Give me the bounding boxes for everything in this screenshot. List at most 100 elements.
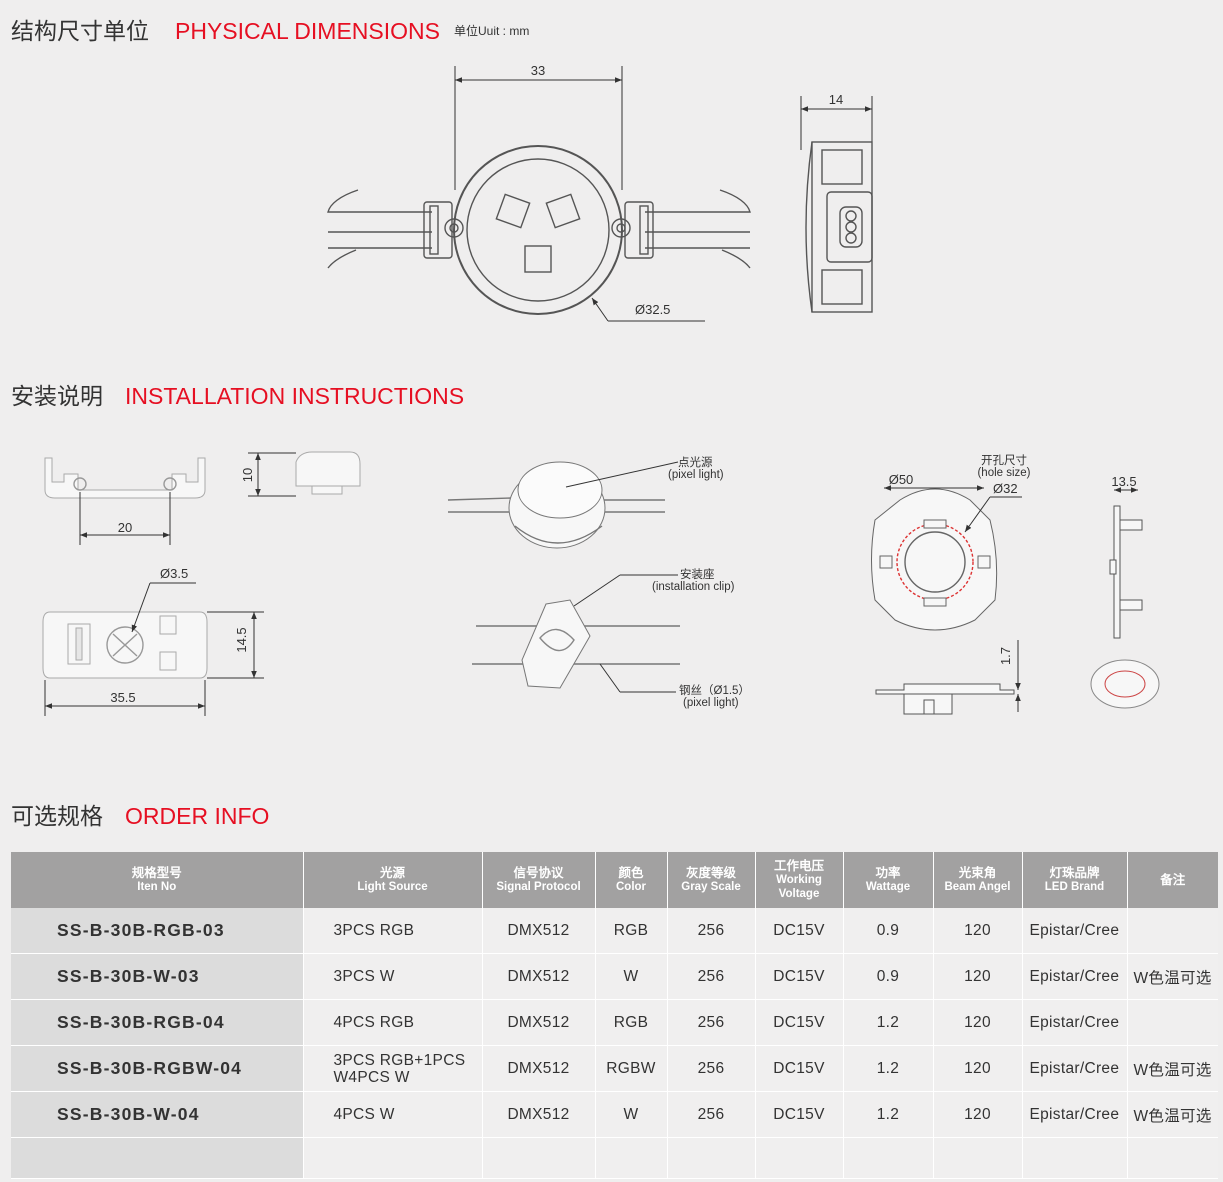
cell-protocol: DMX512: [482, 1091, 596, 1138]
cell-color: RGBW: [595, 1045, 668, 1092]
cell-beam: 120: [933, 1045, 1023, 1092]
header-cn: 灯珠品牌: [1049, 866, 1100, 880]
dim-base-height: 14.5: [234, 627, 249, 652]
clip-drawing: 20 10: [44, 451, 361, 545]
cell-brand: Epistar/Cree: [1022, 953, 1128, 1000]
dim-diameter: Ø32.5: [635, 302, 670, 317]
cell-voltage: DC15V: [755, 1091, 844, 1138]
cell-beam: 120: [933, 908, 1023, 954]
header-cn: 光源: [379, 866, 405, 880]
header-cn: 规格型号: [131, 866, 182, 880]
dim-inner-diameter: Ø32: [993, 481, 1018, 496]
label-pixel-light-en: (pixel light): [668, 469, 724, 481]
header-cn: 颜色: [618, 866, 644, 880]
empty-cell: [1022, 1137, 1128, 1179]
cell-brand: Epistar/Cree: [1022, 1045, 1128, 1092]
technical-drawings: 33 Ø32.5 14 20 10: [42, 63, 1160, 716]
cell-color: W: [595, 953, 668, 1000]
empty-cell: [11, 1137, 304, 1179]
light-source-line: 4PCS RGB: [333, 1014, 415, 1031]
empty-cell: [933, 1137, 1023, 1179]
header-en: Gray Scale: [681, 881, 741, 893]
label-clip-cn: 安装座: [680, 567, 715, 581]
cell-model: SS-B-30B-RGB-04: [11, 999, 304, 1046]
cell-remark: W色温可选: [1127, 1045, 1218, 1092]
cell-beam: 120: [933, 1091, 1023, 1138]
cell-remark: [1127, 908, 1218, 954]
unit-note: 单位Uuit : mm: [453, 24, 530, 38]
cell-voltage: DC15V: [755, 953, 844, 1000]
light-source-line: 3PCS RGB+1PCS: [333, 1051, 466, 1069]
cell-remark: [1127, 999, 1218, 1046]
cell-gray: 256: [667, 908, 756, 954]
cell-protocol: DMX512: [482, 953, 596, 1000]
label-hole-size-en: (hole size): [977, 467, 1030, 479]
cell-voltage: DC15V: [755, 1045, 844, 1092]
table-empty-row: [11, 1137, 1218, 1179]
dim-outer-diameter: Ø50: [889, 472, 914, 487]
header-en: Signal Protocol: [496, 881, 581, 893]
cell-protocol: DMX512: [482, 999, 596, 1046]
light-source-line: 3PCS W: [333, 968, 395, 985]
cell-light: 3PCS W: [303, 953, 483, 1000]
cell-remark: W色温可选: [1127, 1091, 1218, 1138]
dim-base-width: 35.5: [110, 690, 135, 705]
header-en: Iten No: [137, 881, 177, 893]
cell-brand: Epistar/Cree: [1022, 908, 1128, 954]
cell-watt: 0.9: [843, 953, 934, 1000]
label-wire-en: (pixel light): [683, 697, 739, 709]
label-clip-en: (installation clip): [652, 581, 735, 593]
cell-beam: 120: [933, 953, 1023, 1000]
header-en: Working Voltage: [776, 874, 822, 900]
cell-watt: 1.2: [843, 1045, 934, 1092]
header-en: Beam Angel: [944, 881, 1011, 893]
side-view-drawing: 14: [800, 92, 873, 313]
dim-bracket-width: 13.5: [1111, 474, 1136, 489]
empty-cell: [1127, 1137, 1218, 1179]
installation-diagram: 点光源 (pixel light) 安装座 (installation clip…: [447, 455, 750, 709]
empty-cell: [595, 1137, 668, 1179]
dim-clip-height: 10: [240, 468, 255, 482]
cell-beam: 120: [933, 999, 1023, 1046]
cell-voltage: DC15V: [755, 999, 844, 1046]
header-cn: 工作电压: [773, 859, 824, 873]
mounting-plate-drawing: Ø50 开孔尺寸 (hole size) Ø32 1.7 13.5: [871, 453, 1160, 715]
header-cn: 功率: [875, 866, 901, 880]
cell-protocol: DMX512: [482, 908, 596, 954]
cell-protocol: DMX512: [482, 1045, 596, 1092]
cell-brand: Epistar/Cree: [1022, 1091, 1128, 1138]
header-cn: 信号协议: [513, 866, 564, 880]
empty-cell: [482, 1137, 596, 1179]
section-title-dimensions: 结构尺寸单位 PHYSICAL DIMENSIONS 单位Uuit : mm: [11, 12, 529, 46]
empty-cell: [843, 1137, 934, 1179]
dim-width: 33: [531, 63, 545, 78]
cell-gray: 256: [667, 1045, 756, 1092]
header-cn: 灰度等级: [685, 866, 736, 880]
cell-color: W: [595, 1091, 668, 1138]
base-drawing: Ø3.5 14.5 35.5: [42, 566, 264, 716]
label-pixel-light-cn: 点光源: [678, 455, 713, 469]
empty-cell: [667, 1137, 756, 1179]
title-en: PHYSICAL DIMENSIONS: [175, 18, 440, 44]
title-cn: 结构尺寸单位: [11, 18, 149, 44]
light-source-line-2: W4PCS W: [333, 1068, 410, 1086]
cell-remark: W色温可选: [1127, 953, 1218, 1000]
title-cn: 安装说明: [11, 383, 103, 409]
cell-gray: 256: [667, 953, 756, 1000]
header-en: Wattage: [865, 881, 911, 893]
cell-voltage: DC15V: [755, 908, 844, 954]
column-header: 备注: [1127, 852, 1218, 908]
title-cn: 可选规格: [11, 803, 103, 829]
